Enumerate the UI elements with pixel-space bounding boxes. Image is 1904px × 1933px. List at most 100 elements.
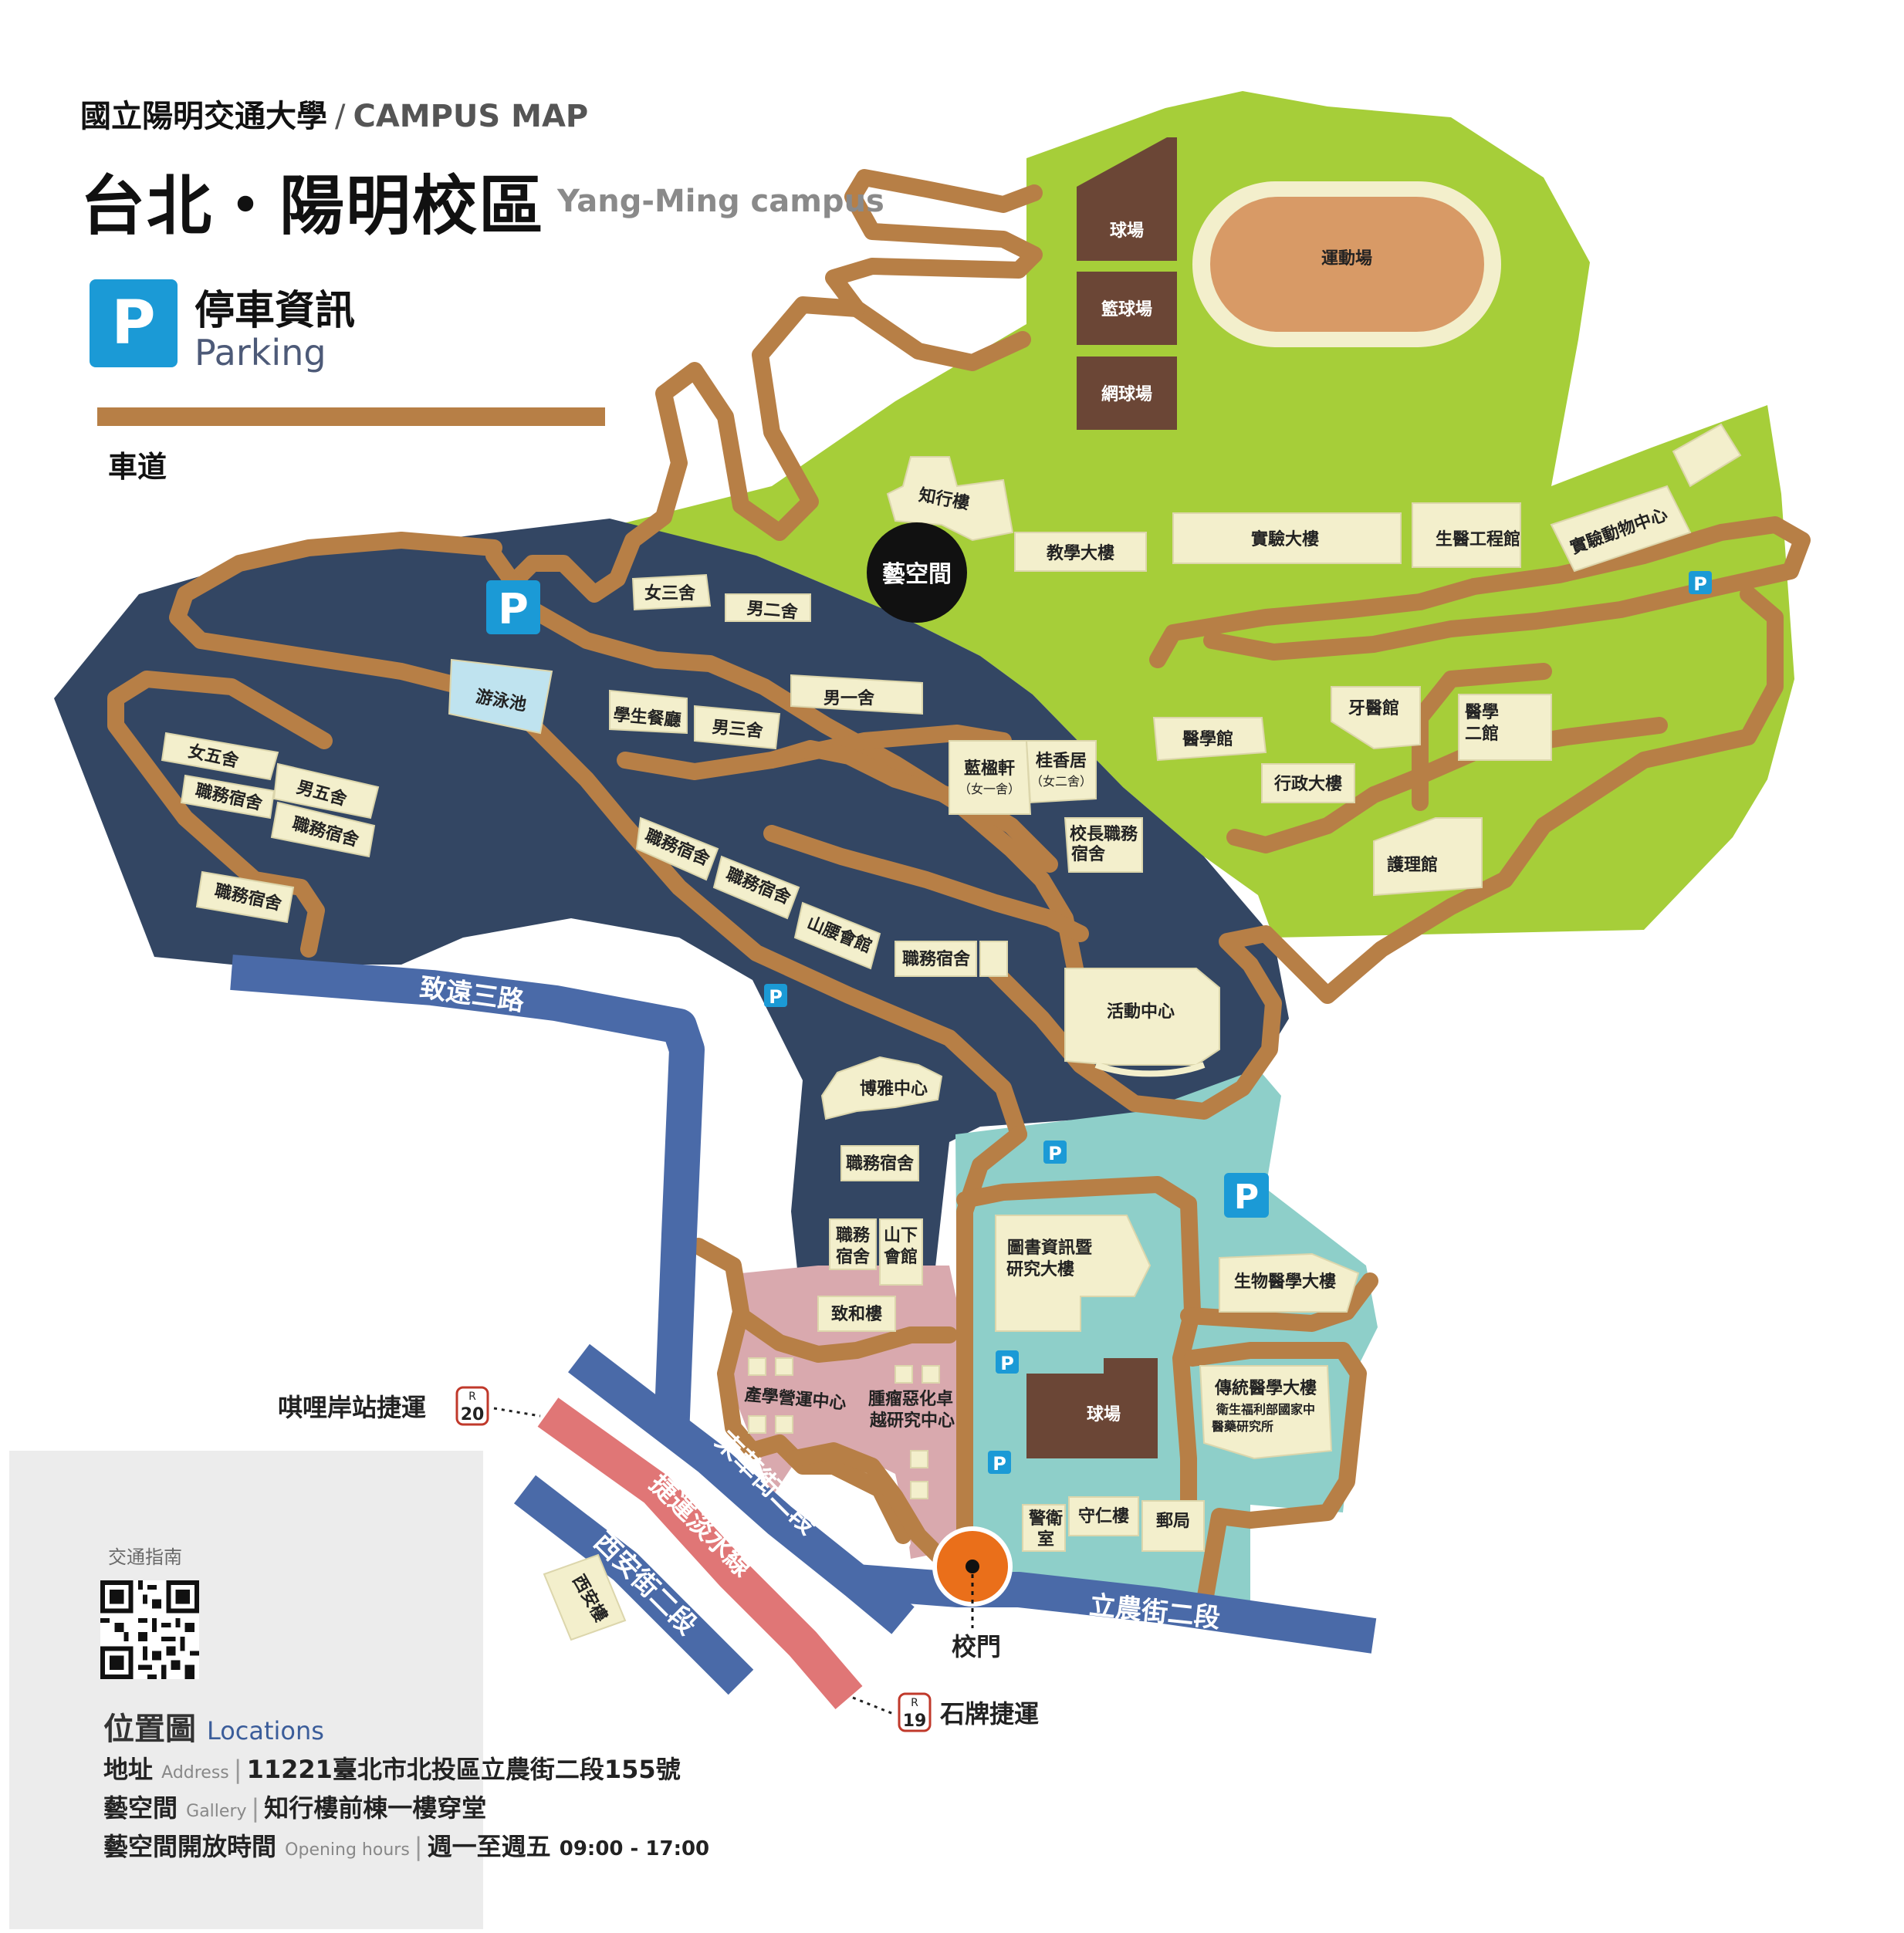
staff-dorm-w3-shape: [195, 870, 295, 924]
label-post: 郵局: [1156, 1512, 1190, 1531]
parking-legend-label-en: Parking: [194, 332, 326, 373]
navy-zone: [54, 519, 1289, 1320]
header-separator: /: [335, 99, 346, 134]
label-president-b: 宿舍: [1071, 844, 1106, 864]
station-qilian-badge[interactable]: [455, 1386, 489, 1426]
address-line: 地址 Address|11221臺北市北投區立農街二段155號: [103, 1750, 681, 1786]
campus-title: 台北・陽明校區: [80, 168, 546, 244]
parking-icon[interactable]: [1689, 571, 1712, 594]
label-traditional-sub-b: 醫藥研究所: [1212, 1419, 1273, 1434]
label-boys1: 男一舍: [823, 688, 875, 708]
xian-building-shape: [543, 1553, 627, 1641]
parking-icon[interactable]: [764, 984, 787, 1007]
address-separator: |: [233, 1755, 242, 1784]
parking-icon[interactable]: [996, 1350, 1019, 1374]
art-space-marker[interactable]: [867, 522, 967, 623]
staff-dorm-s1-shape: [840, 1145, 919, 1181]
location-title-en: Locations: [206, 1716, 324, 1745]
parking-label: P: [1234, 1178, 1259, 1217]
station-shipai-line: R: [911, 1697, 918, 1709]
road-north-hairpin: [825, 169, 1043, 371]
parking-icon[interactable]: [988, 1451, 1011, 1474]
tumor-block-1: [895, 1365, 913, 1384]
road-central-3: [763, 825, 1089, 942]
hours-label-en: Opening hours: [285, 1840, 410, 1860]
staff-dorm-c1-shape: [635, 816, 719, 881]
small-shape: [979, 941, 1008, 977]
label-boys2: 男二舍: [746, 598, 800, 623]
shanxia-shape: [879, 1218, 923, 1286]
label-medicine: 醫學館: [1182, 729, 1233, 749]
label-art-space: 藝空間: [882, 561, 952, 588]
station-shipai-number: 19: [903, 1712, 927, 1731]
staff-dorm-c2-shape: [712, 855, 800, 920]
label-gate: 校門: [952, 1632, 1001, 1661]
road-teal-east: [1180, 1272, 1378, 1332]
gallery-label: 藝空間: [103, 1793, 178, 1823]
road-legend-label: 車道: [108, 450, 167, 484]
label-tumor-b: 越研究中心: [869, 1411, 955, 1431]
label-boys3: 男三舍: [712, 717, 765, 742]
hours-separator: |: [414, 1832, 423, 1861]
label-shanxia-b: 會館: [884, 1247, 918, 1267]
gallery-line: 藝空間 Gallery|知行樓前棟一樓穿堂: [103, 1789, 486, 1824]
address-label: 地址: [103, 1755, 154, 1784]
tennis-court: [1077, 357, 1177, 430]
animal-annex-shape: [1672, 423, 1742, 488]
industry-block-2: [775, 1357, 793, 1376]
ballcourt-bottom: [1026, 1358, 1158, 1458]
campus-gate[interactable]: [932, 1526, 1013, 1628]
label-staff-dorm-s1: 職務宿舍: [846, 1154, 915, 1174]
dental-shape: [1331, 686, 1421, 750]
parking-icon[interactable]: [486, 580, 540, 634]
gallery-separator: |: [251, 1793, 260, 1823]
university-header: 國立陽明交通大學/CAMPUS MAP: [80, 91, 588, 136]
campus-subtitle: Yang-Ming campus: [557, 184, 884, 219]
label-nursing: 護理館: [1387, 855, 1438, 875]
label-medicine2-b: 二館: [1465, 724, 1499, 744]
hours-label: 藝空間開放時間: [103, 1832, 277, 1861]
label-lanxie-sub: （女一舍）: [959, 782, 1020, 796]
parking-label: P: [1048, 1143, 1062, 1164]
shouren-shape: [1068, 1496, 1139, 1536]
label-guixiang-sub: （女二舍）: [1030, 774, 1092, 789]
label-library-b: 研究大樓: [1006, 1259, 1074, 1279]
label-traditional: 傳統醫學大樓: [1214, 1378, 1317, 1398]
parking-icon[interactable]: [1224, 1173, 1269, 1218]
boya-shape: [820, 1056, 943, 1120]
info-panel: [9, 1451, 483, 1929]
road-library-loop: [956, 1176, 1201, 1552]
medicine2-shape: [1458, 694, 1552, 761]
girls5-shape: [161, 732, 279, 781]
lanxie-shape: [949, 740, 1032, 815]
label-guixiang: 桂香居: [1036, 751, 1087, 771]
label-traditional-sub-a: 衛生福利部國家中: [1216, 1402, 1315, 1417]
transport-guide-title: 交通指南: [108, 1546, 182, 1568]
library-shape: [995, 1215, 1152, 1332]
parking-legend-icon: P: [90, 279, 178, 367]
gallery-value: 知行樓前棟一樓穿堂: [264, 1793, 487, 1823]
tumor-block-4: [910, 1481, 928, 1499]
parking-icon[interactable]: [1043, 1141, 1067, 1164]
street-xian: [513, 1475, 754, 1695]
label-basketball: 籃球場: [1101, 299, 1152, 319]
station-qilian-line: R: [468, 1391, 476, 1403]
location-title-zh: 位置圖: [103, 1712, 196, 1747]
admin-shape: [1261, 763, 1355, 803]
university-name: 國立陽明交通大學: [80, 99, 327, 134]
road-legend-swatch: [97, 407, 605, 426]
teaching-shape: [1014, 532, 1147, 572]
label-stadium: 運動場: [1321, 249, 1372, 269]
president-shape: [1064, 817, 1143, 873]
road-central-2: [763, 740, 1058, 873]
label-medicine2-a: 醫學: [1465, 702, 1499, 722]
animal-center-shape: [1550, 485, 1692, 573]
label-staff-dorm-c3: 職務宿舍: [902, 949, 971, 969]
canteen-shape: [609, 689, 688, 735]
station-shipai-badge[interactable]: [898, 1692, 932, 1732]
label-president-a: 校長職務: [1070, 824, 1138, 844]
guixiang-shape: [1025, 740, 1097, 804]
road-activity-loop: [979, 586, 1784, 1120]
qr-code-icon[interactable]: [100, 1580, 199, 1679]
